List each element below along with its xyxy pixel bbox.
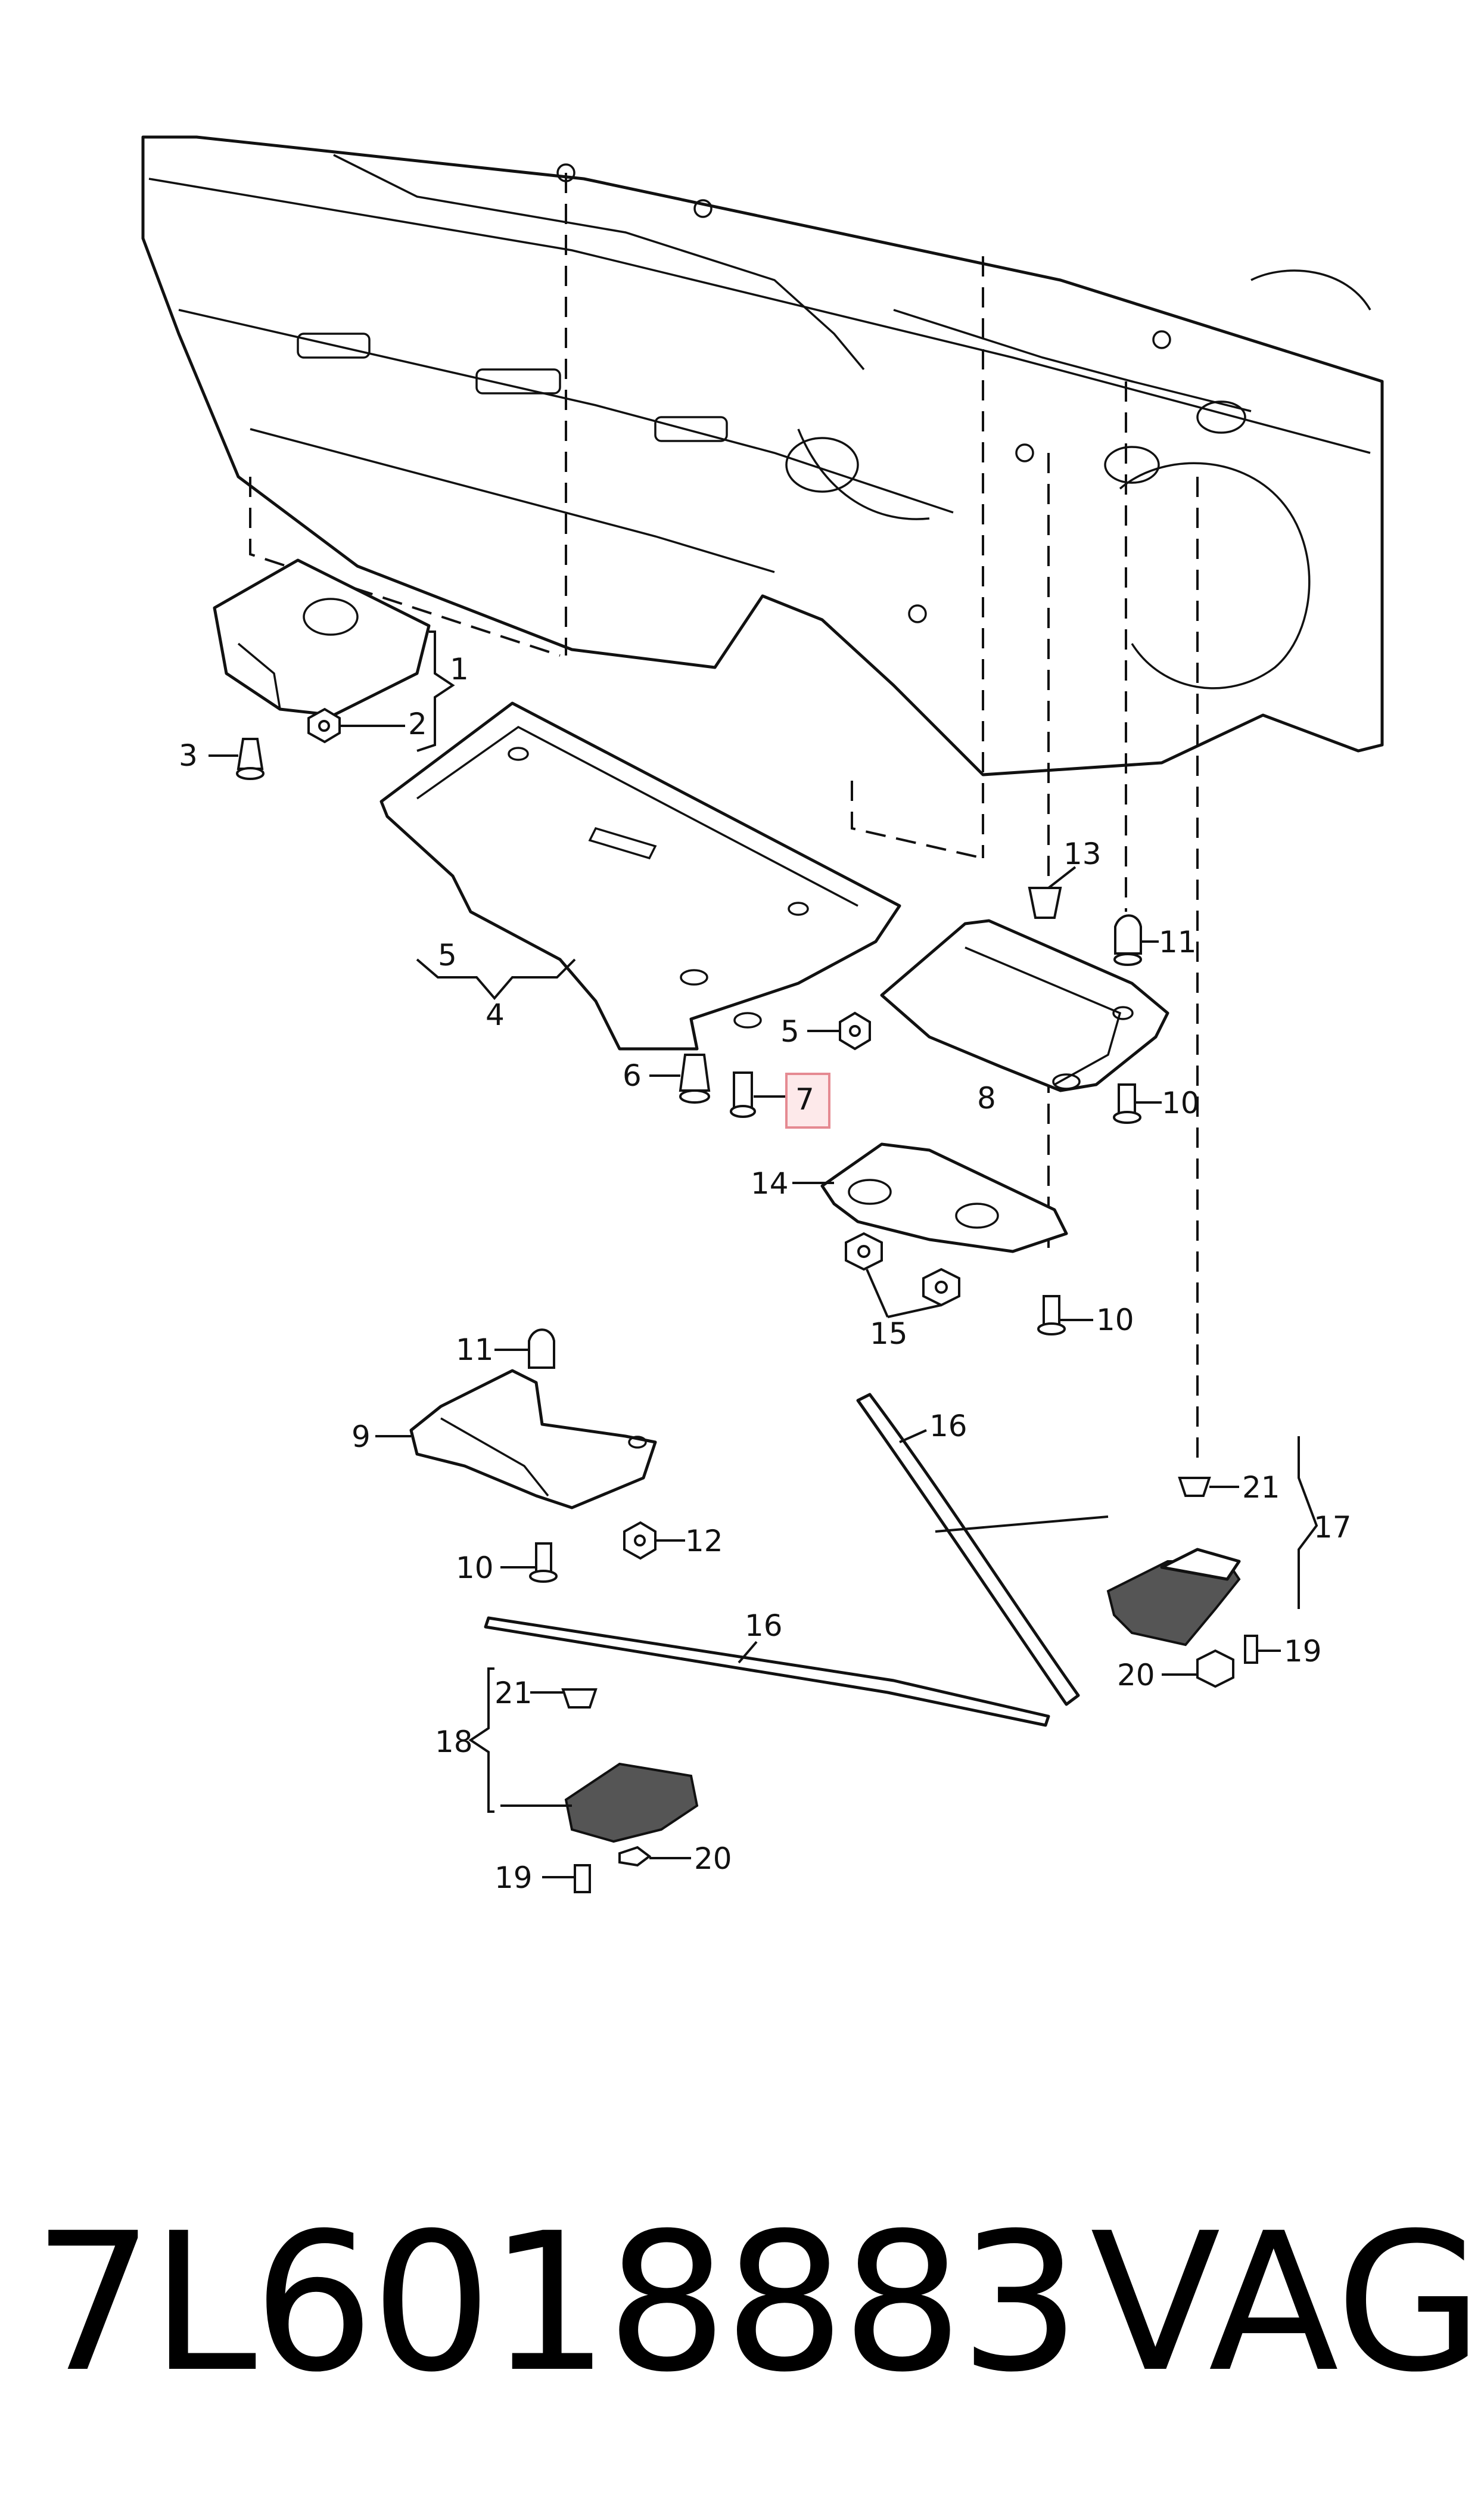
seal-strip-16-left bbox=[484, 1616, 1050, 1727]
callout-17: 17 bbox=[1314, 1510, 1352, 1545]
exploded-parts-diagram: 1 2 3 4 5 5 6 7 8 9 10 10 10 11 11 12 13… bbox=[141, 135, 1384, 1895]
screw-19-left bbox=[542, 1864, 591, 1893]
callout-3: 3 bbox=[179, 738, 198, 773]
callout-21a: 21 bbox=[1242, 1470, 1280, 1505]
brand-name: VAG bbox=[1090, 2192, 1483, 2414]
callout-20b: 20 bbox=[694, 1841, 732, 1876]
screw-10-lower bbox=[500, 1542, 558, 1583]
callout-18: 18 bbox=[435, 1725, 473, 1759]
reference-lines bbox=[249, 173, 1199, 1466]
part-number: 7L6018883 bbox=[33, 2192, 1081, 2414]
main-underbody-panel bbox=[379, 701, 901, 1051]
callout-16b: 16 bbox=[745, 1608, 783, 1643]
callout-11a: 11 bbox=[1159, 925, 1197, 959]
part-17-assembly bbox=[1106, 1436, 1318, 1647]
part-4-5-brace bbox=[416, 958, 576, 1001]
clip-13 bbox=[1028, 866, 1077, 919]
nut-12 bbox=[623, 1521, 685, 1560]
clip-11-lower bbox=[494, 1328, 555, 1369]
callout-6: 6 bbox=[623, 1058, 642, 1093]
part-8-shield bbox=[880, 919, 1169, 1092]
nut-2 bbox=[307, 707, 405, 744]
callout-14: 14 bbox=[751, 1166, 789, 1201]
seal-strip-16-right bbox=[856, 1393, 1109, 1706]
clip-21-left bbox=[530, 1688, 598, 1709]
screw-10-upper bbox=[1113, 1083, 1162, 1124]
nut-5 bbox=[807, 1011, 871, 1051]
callout-9: 9 bbox=[351, 1420, 371, 1454]
callout-21b: 21 bbox=[494, 1676, 533, 1710]
clip-21-right bbox=[1178, 1477, 1239, 1497]
callout-15: 15 bbox=[870, 1316, 908, 1351]
callout-labels: 1 2 3 4 5 5 6 7 8 9 10 10 10 11 11 12 13… bbox=[179, 652, 1352, 1895]
callout-4: 4 bbox=[486, 998, 505, 1032]
callout-16a: 16 bbox=[929, 1409, 967, 1443]
callout-13: 13 bbox=[1063, 837, 1102, 871]
callout-10a: 10 bbox=[1162, 1086, 1200, 1120]
nut-20-left bbox=[618, 1846, 691, 1867]
callout-12: 12 bbox=[685, 1524, 723, 1558]
callout-7: 7 bbox=[795, 1082, 814, 1117]
part-9-bracket bbox=[375, 1369, 657, 1509]
clip-11-upper bbox=[1113, 914, 1159, 966]
screw-10-middle bbox=[1037, 1295, 1093, 1335]
callout-19a: 19 bbox=[1284, 1634, 1322, 1669]
part-1-bracket bbox=[213, 558, 455, 752]
callout-10b: 10 bbox=[1096, 1303, 1134, 1337]
clip-6 bbox=[649, 1054, 711, 1104]
callout-2: 2 bbox=[408, 707, 427, 741]
callout-20a: 20 bbox=[1117, 1658, 1155, 1692]
callout-11b: 11 bbox=[456, 1333, 494, 1367]
highlight-box-7 bbox=[785, 1073, 830, 1129]
callout-1: 1 bbox=[450, 652, 469, 687]
callout-19b: 19 bbox=[494, 1860, 533, 1895]
screw-19-right bbox=[1244, 1635, 1281, 1664]
vehicle-underbody bbox=[141, 135, 1384, 776]
clip-3 bbox=[209, 738, 265, 780]
nut-20-right bbox=[1162, 1649, 1234, 1688]
nuts-15 bbox=[845, 1232, 960, 1318]
part-18-assembly bbox=[468, 1667, 699, 1843]
callout-8: 8 bbox=[977, 1081, 996, 1116]
part-14-shield bbox=[792, 1142, 1068, 1253]
callout-5b: 5 bbox=[780, 1014, 799, 1049]
callout-5a: 5 bbox=[438, 938, 457, 973]
callout-10c: 10 bbox=[456, 1551, 494, 1585]
clip-7 bbox=[730, 1071, 786, 1118]
